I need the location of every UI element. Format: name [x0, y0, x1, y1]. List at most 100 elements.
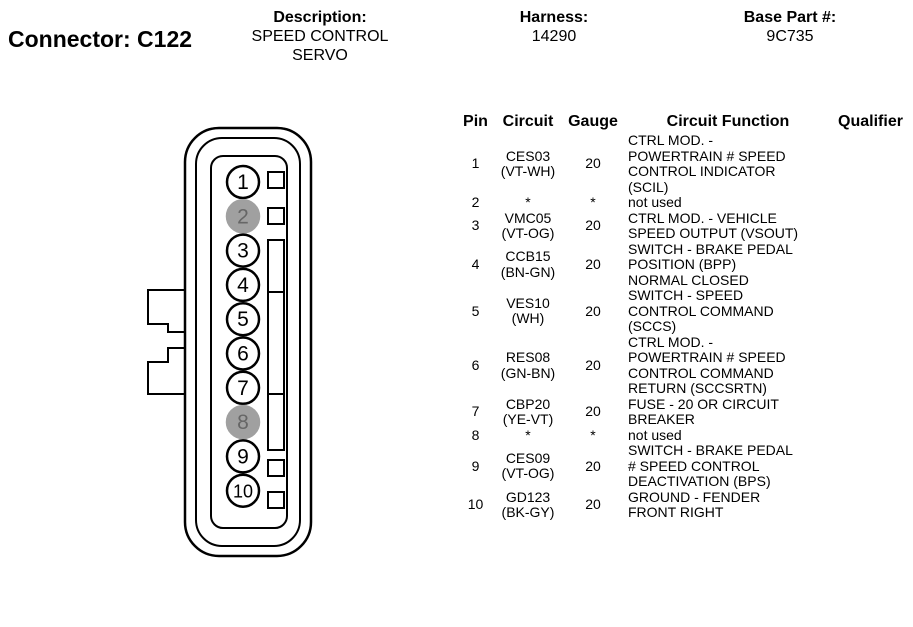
key-slot-top	[267, 171, 285, 189]
circuit-function-line: CTRL MOD. -	[628, 333, 714, 350]
col-header-gauge: Gauge	[568, 113, 618, 130]
description-value-line1: SPEED CONTROL	[251, 28, 389, 45]
circuit-cell: RES08(GN-BN)	[493, 335, 563, 397]
pin-number: 8	[471, 426, 480, 443]
key-slot-bottom	[267, 491, 285, 509]
key-slot-9	[267, 459, 285, 477]
circuit-code: CBP20	[505, 395, 551, 412]
qualifier	[828, 443, 913, 490]
wire-gauge: 20	[585, 496, 601, 513]
circuit-function-line: CTRL MOD. -	[628, 132, 714, 148]
circuit-function-line: DEACTIVATION (BPS)	[628, 473, 771, 489]
circuit-cell: CES09(VT-OG)	[493, 443, 563, 490]
latch-lower	[147, 347, 186, 395]
qualifier	[828, 428, 913, 444]
col-header-function: Circuit Function	[666, 113, 790, 130]
harness-label: Harness:	[519, 9, 589, 26]
key-slot-2	[267, 207, 285, 225]
circuit-function-line: BREAKER	[628, 411, 695, 427]
circuit-function-line: POWERTRAIN # SPEED	[628, 349, 786, 365]
qualifier	[828, 335, 913, 397]
qualifier	[828, 211, 913, 242]
key-rib-lower	[267, 393, 285, 451]
wire-color: (WH)	[511, 310, 545, 327]
cavity-label: 3	[237, 240, 249, 263]
pin-number: 3	[471, 217, 480, 234]
circuit-function-line: FRONT RIGHT	[628, 504, 724, 520]
wire-color: (BN-GN)	[500, 263, 556, 280]
circuit-function-line: GROUND - FENDER	[628, 488, 761, 505]
circuit-cell: CCB15(BN-GN)	[493, 242, 563, 289]
wire-color: (VT-OG)	[501, 465, 555, 482]
cavity-9	[225, 439, 261, 474]
circuit-function-line: SWITCH - BRAKE PEDAL	[628, 240, 793, 257]
pinout-table: Pin Circuit Gauge Circuit Function Quali…	[458, 111, 913, 521]
circuit-code: VES10	[506, 294, 550, 311]
col-header-pin: Pin	[463, 113, 488, 130]
wire-gauge: *	[590, 426, 596, 443]
pin-number: 10	[467, 496, 484, 513]
circuit-function-line: SWITCH - BRAKE PEDAL	[628, 442, 793, 458]
circuit-code: GD123	[505, 488, 551, 505]
cavity-3	[225, 233, 261, 268]
cavity-1	[225, 164, 261, 200]
cavity-label: 8	[237, 411, 249, 434]
wire-color: (BK-GY)	[501, 504, 555, 520]
pin-number: 6	[471, 356, 480, 373]
circuit-cell: VMC05(VT-OG)	[493, 209, 563, 242]
pin-number: 1	[471, 155, 480, 172]
wire-gauge: 20	[585, 403, 601, 420]
base-part-label: Base Part #:	[743, 9, 837, 26]
circuit-function-line: not used	[628, 194, 682, 210]
qualifier	[828, 288, 913, 335]
circuit-code: VMC05	[504, 209, 552, 226]
connector-title: Connector: C122	[8, 26, 193, 52]
col-header-qualifier: Qualifier	[838, 113, 903, 130]
circuit-code: *	[525, 194, 531, 210]
cavity-label: 10	[233, 482, 253, 502]
cavity-label: 6	[237, 343, 249, 366]
wire-gauge: 20	[585, 457, 601, 474]
qualifier	[828, 195, 913, 211]
cavity-2	[225, 199, 261, 234]
cavity-label: 1	[237, 171, 249, 194]
description-label: Description:	[273, 9, 367, 26]
pin-number: 2	[471, 194, 480, 210]
circuit-code: *	[525, 426, 531, 443]
wire-color: (GN-BN)	[500, 364, 556, 381]
circuit-code: RES08	[505, 349, 551, 365]
cavity-label: 7	[237, 377, 249, 400]
circuit-function-line: SWITCH - SPEED	[628, 287, 744, 303]
circuit-cell: VES10(WH)	[493, 288, 563, 335]
circuit-function-line: POSITION (BPP)	[628, 256, 737, 272]
cavity-8	[225, 404, 261, 440]
circuit-function-line: # SPEED CONTROL	[628, 457, 760, 474]
circuit-code: CES09	[505, 449, 551, 466]
circuit-function-line: CTRL MOD. - VEHICLE	[628, 209, 777, 226]
circuit-code: CES03	[505, 147, 551, 164]
circuit-function: not used	[623, 426, 828, 444]
harness-value: 14290	[531, 28, 577, 45]
circuit-function-line: FUSE - 20 OR CIRCUIT	[628, 395, 779, 412]
circuit-function-line: CONTROL INDICATOR	[628, 163, 776, 179]
wire-color: (VT-OG)	[501, 225, 555, 241]
pin-number: 5	[471, 302, 480, 319]
base-part-value: 9C735	[766, 28, 814, 45]
circuit-function-line: not used	[628, 426, 682, 443]
circuit-function-line: CONTROL COMMAND	[628, 364, 774, 381]
circuit-function-line: CONTROL COMMAND	[628, 302, 774, 319]
circuit-function: not used	[623, 194, 828, 211]
pin-number: 4	[471, 256, 480, 272]
circuit-function-line: POWERTRAIN # SPEED	[628, 147, 786, 164]
cavity-label: 5	[237, 308, 249, 331]
